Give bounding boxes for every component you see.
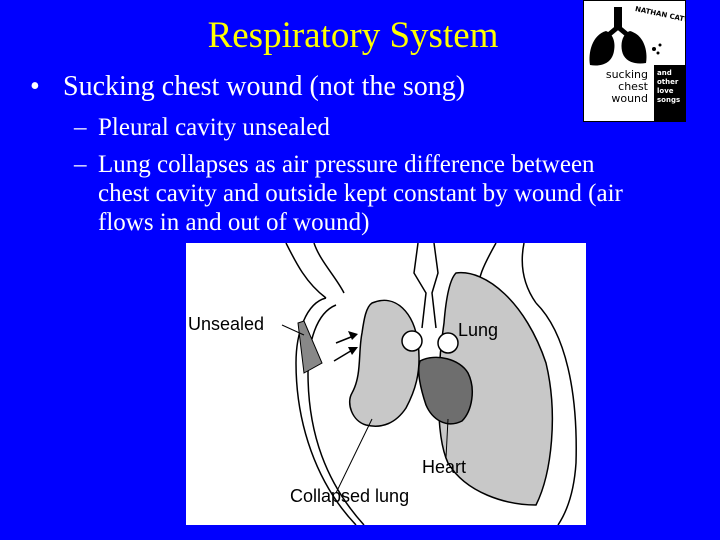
album-subtitle-line: love bbox=[657, 87, 674, 95]
album-subtitle-box: and other love songs bbox=[654, 65, 685, 121]
sub-bullet-2-line-1: Lung collapses as air pressure differenc… bbox=[98, 151, 595, 178]
album-subtitle-line: other bbox=[657, 78, 679, 86]
album-cover-image: NATHAN CATWAY sucking chest wound and ot… bbox=[583, 0, 686, 122]
sub-bullet-2-line-2: chest cavity and outside kept constant b… bbox=[98, 180, 623, 207]
main-bullet: • Sucking chest wound (not the song) bbox=[30, 70, 465, 104]
album-title-line: chest bbox=[618, 80, 648, 93]
label-lung: Lung bbox=[458, 320, 499, 340]
label-unsealed: Unsealed bbox=[188, 314, 265, 334]
album-subtitle: and other love songs bbox=[657, 69, 680, 105]
bullet-text: Sucking chest wound (not the song) bbox=[63, 71, 466, 102]
album-subtitle-line: songs bbox=[657, 96, 681, 104]
album-title: sucking chest wound bbox=[588, 69, 648, 105]
label-heart: Heart bbox=[422, 457, 467, 477]
sub-dash: – bbox=[74, 151, 87, 178]
album-subtitle-line: and bbox=[657, 69, 672, 77]
sub-bullet-2-line-3: flows in and out of wound) bbox=[98, 209, 370, 236]
sub-bullet-1: –Pleural cavity unsealed bbox=[74, 113, 330, 142]
label-collapsed-lung: Collapsed lung bbox=[290, 486, 410, 506]
sub-bullet-2: –Lung collapses as air pressure differen… bbox=[74, 150, 704, 237]
chest-wound-diagram: Unsealed Lung Heart Collapsed lung bbox=[186, 243, 586, 525]
sub-dash: – bbox=[74, 114, 87, 141]
sub-bullet-1-text: Pleural cavity unsealed bbox=[98, 114, 330, 141]
album-lungs-graphic bbox=[589, 7, 662, 66]
chest-anatomy-illustration bbox=[281, 243, 577, 525]
album-title-line: wound bbox=[611, 92, 648, 105]
album-title-line: sucking bbox=[605, 68, 648, 81]
slide-title: Respiratory System bbox=[207, 15, 499, 56]
bullet-dot: • bbox=[30, 71, 40, 102]
